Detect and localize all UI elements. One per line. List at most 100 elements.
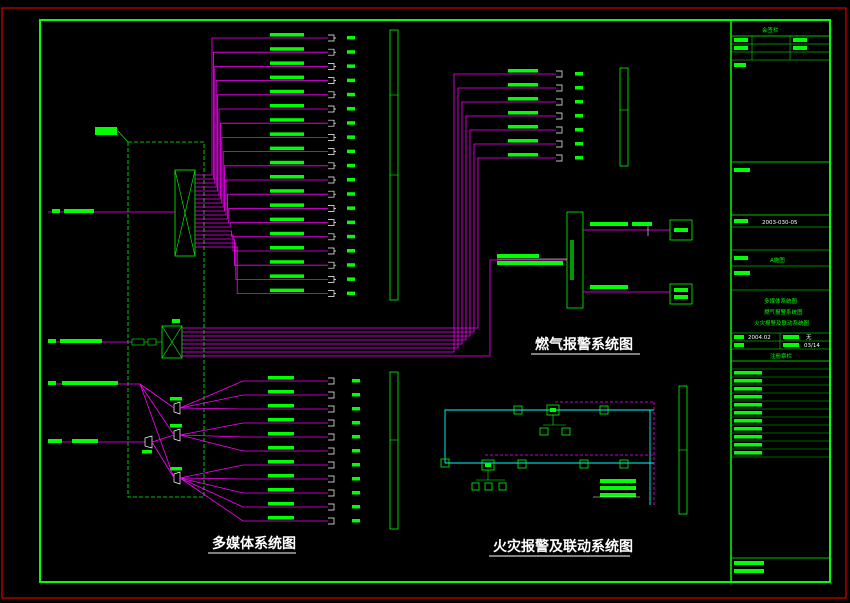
data-outlet-icon [328, 77, 336, 84]
gas-cable-label [508, 111, 538, 115]
cable-label [268, 404, 294, 408]
data-outlet-icon [328, 233, 336, 241]
outlet-room-label [347, 36, 355, 40]
data-outlet-icon [328, 261, 336, 269]
data-outlet-icon [328, 276, 336, 283]
title-block-row-label [734, 395, 762, 399]
outlet-room-label [347, 234, 355, 239]
outlet-feeder-line [195, 37, 328, 176]
tv-feeder-line [179, 477, 328, 480]
outlet-room-label [347, 178, 355, 182]
splitter-feeder [139, 383, 175, 479]
outlet-feeder-line [195, 193, 328, 220]
title-block: 会签栏 2003-030-05 A施图 多媒体系统图 燃气报警系统图 火灾报警及… [731, 26, 830, 573]
outlet-feeder-line [195, 207, 328, 224]
outlet-feeder-line [195, 94, 328, 192]
tv-splitter-icon [173, 428, 181, 442]
cable-label [268, 474, 294, 478]
cable-label [270, 175, 304, 179]
cable-label [268, 432, 294, 436]
tv-outlet-icon [328, 503, 335, 511]
outlet-feeder-line [195, 238, 328, 266]
cable-label [270, 203, 304, 207]
cable-label [268, 446, 294, 450]
amplifier-link [151, 441, 175, 479]
cable-label [270, 146, 304, 151]
cable-label [270, 160, 304, 165]
outlet-feeder-line [195, 242, 328, 280]
drawing-name-3: 火灾报警及联动系统图 [754, 319, 810, 327]
outlet-feeder-line [195, 222, 328, 228]
cable-label [270, 33, 304, 37]
tv-splitter-icon [173, 401, 181, 415]
outlet-room-label [347, 277, 355, 281]
gas-bus-line [182, 101, 556, 345]
outlet-room-label [352, 477, 360, 481]
data-outlet-icon [328, 134, 336, 141]
splitter-label [170, 467, 182, 471]
tv-feeder-line [179, 434, 328, 438]
outlet-room-label [347, 192, 355, 196]
outlet-feeder-line [195, 151, 328, 208]
outlet-room-label [352, 379, 360, 383]
gas-cable-label [508, 153, 538, 157]
data-outlet-icon [328, 148, 336, 155]
title-block-row-label [734, 379, 762, 383]
cable-label [270, 288, 304, 293]
outlet-room-label [347, 50, 355, 54]
gas-bus-line [182, 129, 556, 337]
tv-feeder-line [179, 407, 328, 410]
detector-room-label [575, 156, 583, 160]
gas-cable-label [508, 97, 538, 101]
outlet-room-label [347, 78, 355, 83]
drawing-name-2: 燃气报警系统图 [764, 308, 803, 316]
cable-label [270, 274, 304, 278]
tv-splitter-icon [173, 471, 181, 485]
data-outlet-icon [328, 91, 336, 99]
gas-alarm-controller [566, 211, 584, 309]
detector-room-label [575, 128, 583, 132]
gas-detector-icon [556, 126, 563, 134]
gas-cable-label [508, 83, 538, 87]
data-outlet-icon [328, 290, 336, 297]
drawing-name-1: 多媒体系统图 [764, 297, 798, 305]
data-outlet-icon [328, 119, 336, 127]
cable-label [270, 89, 304, 94]
drawing-date: 2004.02 [748, 335, 771, 341]
cable-label [270, 132, 304, 136]
drawing-frame [39, 19, 831, 583]
outlet-feeder-line [195, 230, 328, 238]
outlet-room-label [352, 463, 360, 467]
outlet-room-label [347, 64, 355, 68]
title-multimedia: 多媒体系统图 [212, 535, 296, 552]
outlet-feeder-line [195, 136, 328, 204]
drawing-scale: 无 [806, 334, 812, 341]
outlet-room-label [347, 135, 355, 139]
title-block-row-label [734, 387, 762, 391]
outlet-feeder-line [195, 246, 328, 295]
outlet-feeder-line [195, 108, 328, 196]
title-block-row-label [734, 427, 762, 431]
outlet-room-label [352, 449, 360, 453]
cable-label [268, 418, 294, 422]
tv-outlet-feeders [139, 376, 360, 525]
title-block-row-label [734, 451, 762, 455]
gas-cable-label [508, 125, 538, 129]
title-block-row-label [734, 411, 762, 415]
cable-label [268, 460, 294, 464]
cable-label [270, 189, 304, 193]
tv-outlet-icon [328, 475, 335, 483]
cable-label [268, 376, 294, 380]
tv-feeder-line [179, 380, 328, 409]
detector-room-label [575, 114, 583, 118]
tv-feeder-line [179, 422, 328, 436]
tv-outlet-icon [328, 461, 335, 469]
cable-label [270, 75, 304, 80]
outlet-feeder-line [195, 165, 328, 212]
title-block-rows [731, 368, 830, 458]
cable-label [270, 61, 304, 65]
controller-bus-line [182, 259, 567, 357]
outlet-room-label [347, 263, 355, 267]
distribution-box-outline [127, 141, 205, 498]
